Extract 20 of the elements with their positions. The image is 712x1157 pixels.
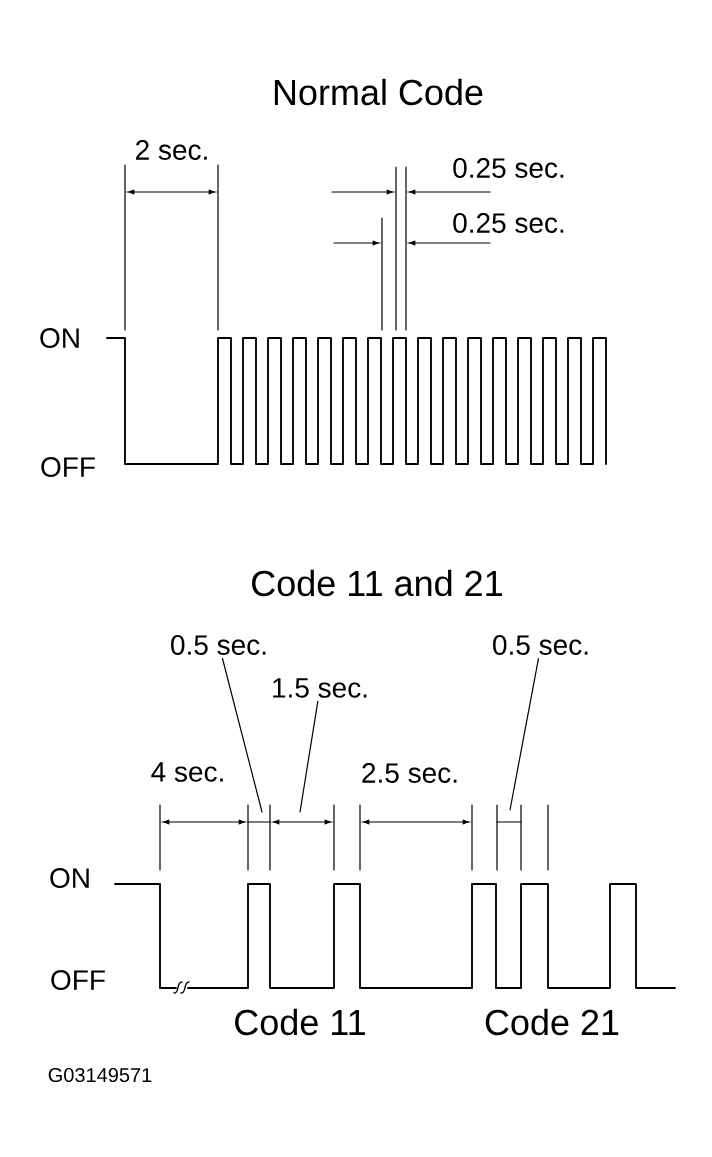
level-label: ON: [40, 328, 79, 348]
dimension-label: 4 sec.: [151, 762, 223, 782]
dimension-label: 2 sec.: [136, 140, 207, 160]
dimension-label: 2.5 sec.: [362, 763, 457, 783]
leader-line: [299, 700, 319, 813]
level-label: ON: [50, 868, 89, 888]
code-label: Code 11: [235, 1008, 365, 1036]
section-heading: Normal Code: [274, 78, 483, 106]
leader-text: 0.5 sec.: [493, 635, 588, 655]
leader-text: 0.5 sec.: [171, 635, 266, 655]
section-heading: Code 11 and 21: [252, 569, 502, 597]
leader-line: [509, 657, 540, 811]
leader-text: 1.5 sec.: [273, 678, 367, 698]
figure-number: G03149571: [48, 1067, 152, 1083]
dimension-label: 0.25 sec.: [453, 213, 564, 233]
level-label: OFF: [51, 970, 105, 990]
code-label: Code 21: [485, 1008, 619, 1036]
dimension-label: 0.25 sec.: [453, 158, 564, 178]
level-label: OFF: [41, 457, 95, 477]
leader-line: [221, 657, 263, 813]
